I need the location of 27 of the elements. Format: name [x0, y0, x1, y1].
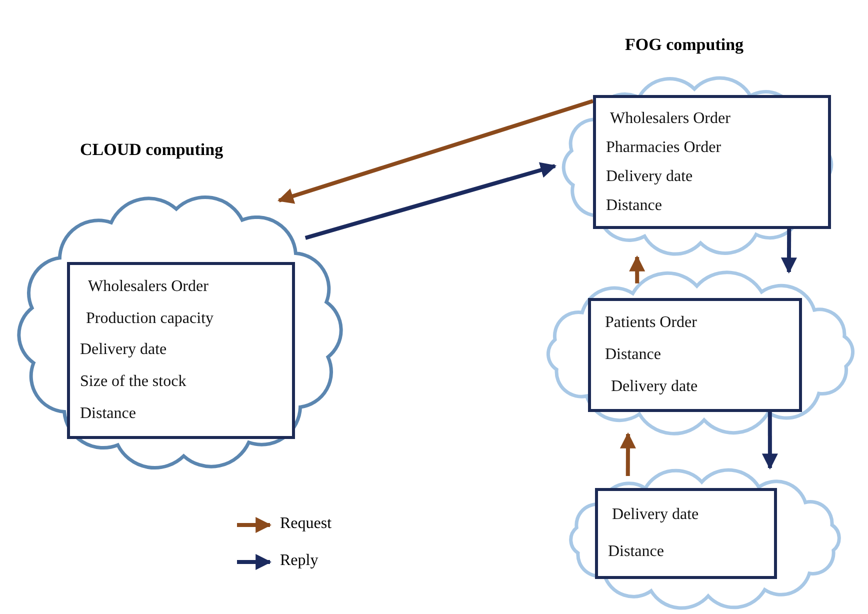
cloud-heading: FOG computing [625, 35, 744, 55]
box-text: Pharmacies Order [606, 138, 722, 156]
box-text: Size of the stock [80, 373, 188, 392]
box-text: Delivery date [80, 341, 168, 360]
box-text: Production capacity [85, 310, 215, 328]
arrow [629, 255, 646, 284]
box-text: Delivery date [610, 378, 699, 396]
text-box [588, 298, 802, 412]
box-text: Wholesalers Order [609, 110, 732, 128]
box-text: Distance [606, 196, 663, 214]
arrow [780, 229, 797, 274]
box-text: Delivery date [606, 168, 694, 186]
arrow [620, 432, 636, 476]
text-box [67, 262, 295, 439]
box-text: Distance [80, 405, 137, 424]
cloud-heading: CLOUD computing [80, 140, 224, 160]
legend-label: Request [280, 515, 332, 533]
legend-label: Reply [280, 552, 318, 570]
text-box [593, 95, 831, 229]
box-text: Patients Order [604, 314, 698, 332]
box-text: Delivery date [611, 506, 700, 524]
box-text: Distance [604, 346, 662, 364]
text-box [595, 488, 777, 579]
arrow [277, 99, 594, 204]
arrow [304, 162, 557, 240]
box-text: Wholesalers Order [87, 278, 210, 296]
box-text: Distance [608, 542, 665, 561]
